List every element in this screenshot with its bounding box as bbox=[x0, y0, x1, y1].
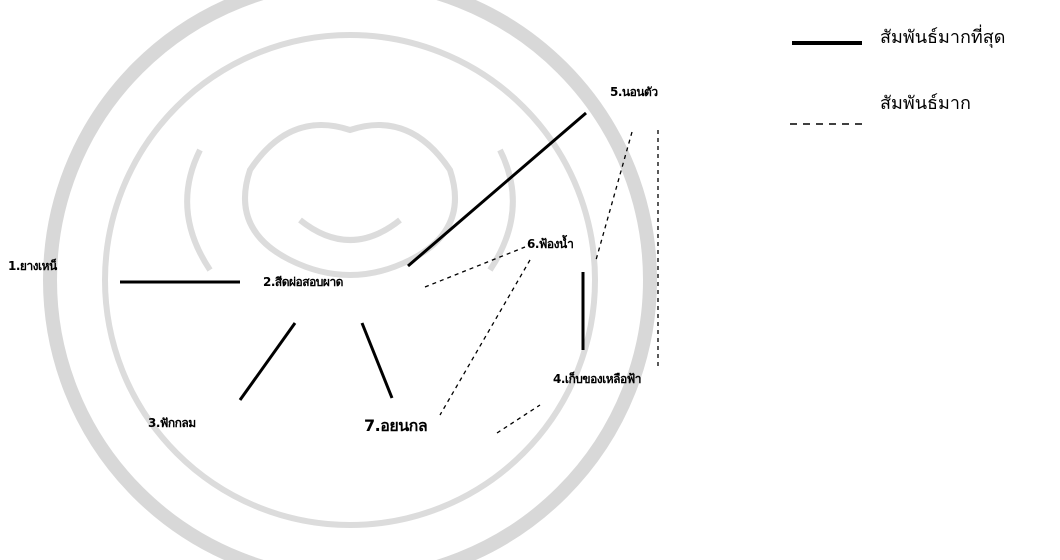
relationship-diagram: 1.ยางเหน็ 2.สีดผ่อสอบผาด 3.ฟักกลม 4.เก็บ… bbox=[8, 0, 1006, 560]
node-3: 3.ฟักกลม bbox=[148, 416, 196, 430]
edges-layer bbox=[120, 41, 866, 434]
legend-strong-label: สัมพันธ์มากที่สุด bbox=[880, 27, 1006, 48]
edge-n2-n6-dashed bbox=[424, 246, 526, 288]
node-4: 4.เก็บของเหลือฟ้า bbox=[553, 372, 641, 386]
node-1: 1.ยางเหน็ bbox=[8, 259, 57, 273]
node-6: 6.ฟ้องน้ำ bbox=[527, 237, 574, 251]
legend-moderate-label: สัมพันธ์มาก bbox=[880, 93, 971, 114]
edge-n7-n4-dashed bbox=[496, 404, 541, 434]
node-7: 7.อยนกล bbox=[364, 416, 428, 435]
edge-n2-n3-solid bbox=[238, 322, 297, 401]
edge-n2-n7-solid bbox=[360, 322, 394, 399]
node-5: 5.นอนตัว bbox=[610, 85, 658, 99]
edge-n6-n7-dashed bbox=[439, 259, 531, 416]
node-2: 2.สีดผ่อสอบผาด bbox=[263, 275, 343, 289]
edge-n2-n5-solid bbox=[407, 111, 587, 268]
edge-n5-n6-dashed bbox=[595, 131, 633, 261]
